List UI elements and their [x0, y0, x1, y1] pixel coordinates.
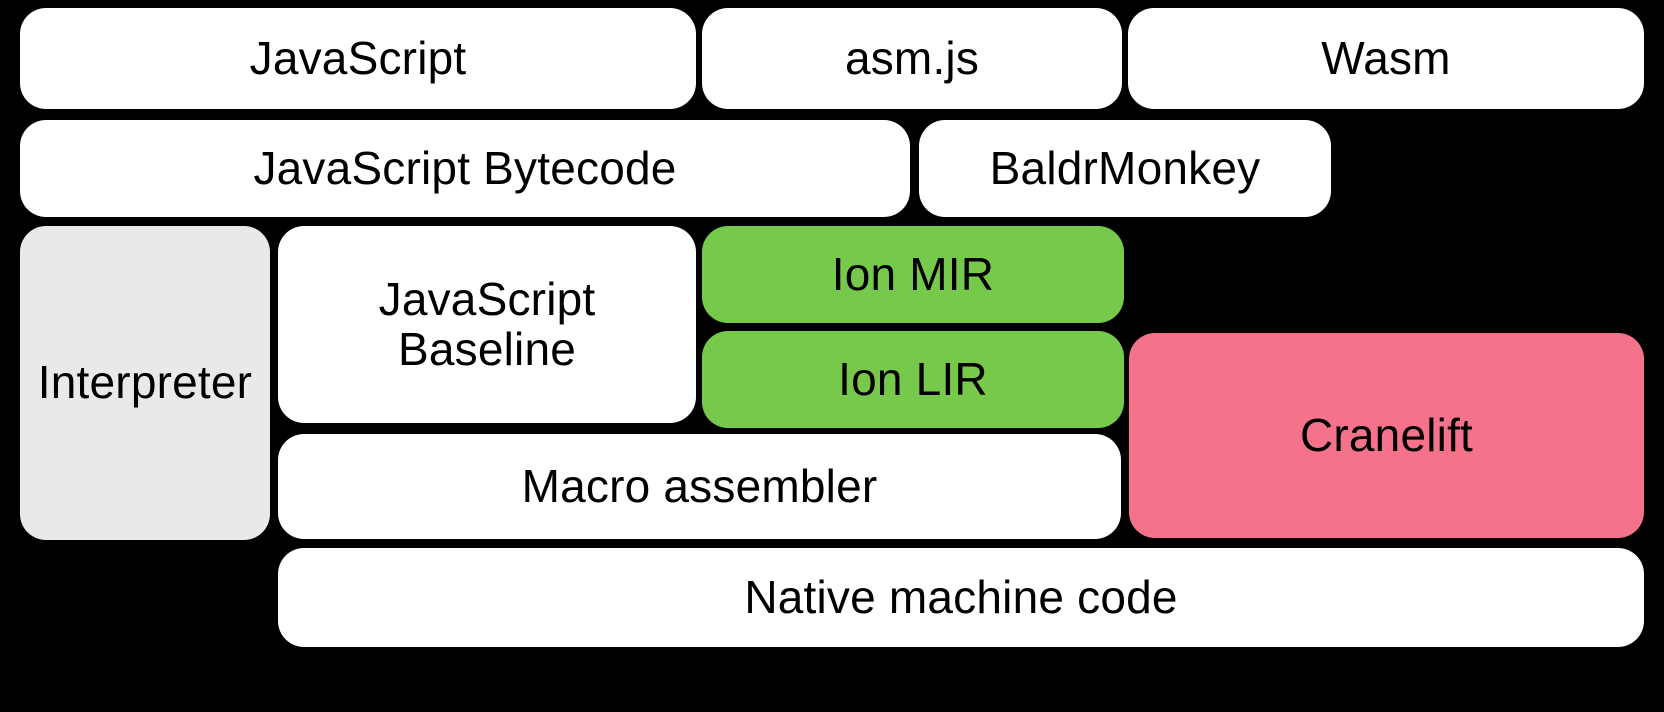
node-label-cranelift: Cranelift: [1299, 408, 1474, 461]
node-javascript[interactable]: JavaScript: [20, 8, 696, 109]
node-label-native-machine-code: Native machine code: [744, 570, 1178, 623]
node-javascript-baseline[interactable]: JavaScript Baseline: [278, 226, 696, 423]
node-cranelift[interactable]: Cranelift: [1129, 333, 1644, 538]
node-native-machine-code[interactable]: Native machine code: [278, 548, 1644, 647]
node-wasm[interactable]: Wasm: [1128, 8, 1644, 109]
node-label-javascript-bytecode: JavaScript Bytecode: [253, 141, 677, 194]
node-label-asm-js: asm.js: [844, 31, 980, 84]
node-interpreter[interactable]: Interpreter: [20, 226, 270, 540]
node-label-javascript-baseline: JavaScript Baseline: [378, 272, 596, 375]
node-ion-mir[interactable]: Ion MIR: [702, 226, 1124, 323]
node-label-ion-mir: Ion MIR: [831, 247, 995, 300]
node-ion-lir[interactable]: Ion LIR: [702, 331, 1124, 428]
node-label-macro-assembler: Macro assembler: [521, 459, 878, 512]
node-label-ion-lir: Ion LIR: [838, 352, 988, 405]
node-asm-js[interactable]: asm.js: [702, 8, 1122, 109]
node-label-baldrmonkey: BaldrMonkey: [989, 141, 1261, 194]
node-baldrmonkey[interactable]: BaldrMonkey: [919, 120, 1331, 217]
node-javascript-bytecode[interactable]: JavaScript Bytecode: [20, 120, 910, 217]
node-macro-assembler[interactable]: Macro assembler: [278, 434, 1121, 539]
node-label-javascript: JavaScript: [249, 31, 467, 84]
node-label-wasm: Wasm: [1321, 31, 1451, 84]
node-label-interpreter: Interpreter: [37, 356, 253, 409]
